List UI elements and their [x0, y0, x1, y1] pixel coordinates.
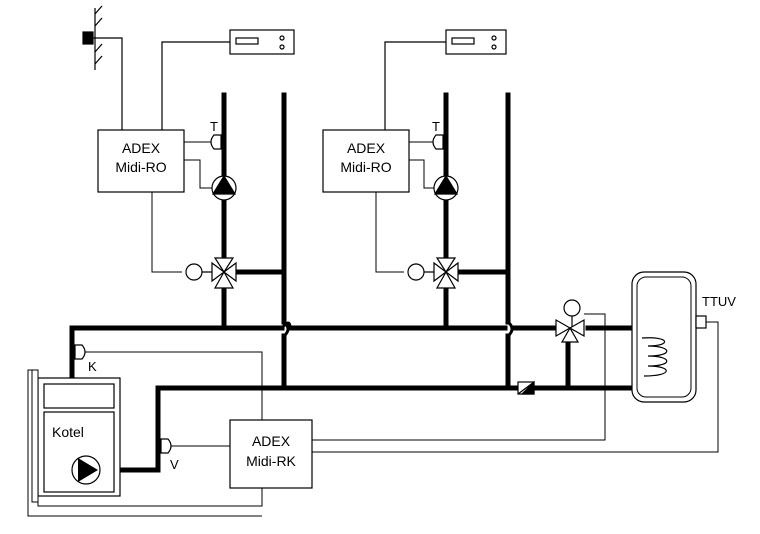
check-valve-icon: [517, 380, 535, 395]
three-way-valve-icon-dhw: [555, 299, 585, 343]
coil-icon: [641, 337, 668, 377]
outdoor-sensor-icon: [82, 5, 123, 130]
temperature-sensor-icon-t-left: [210, 134, 222, 150]
controller-ro-left: ADEX Midi-RO: [97, 129, 185, 193]
pump-icon-left: [211, 174, 237, 201]
temperature-sensor-icon-v: [160, 438, 172, 454]
controller-ro-left-line1: ADEX: [122, 140, 161, 156]
three-way-valve-icon-right: [407, 257, 459, 289]
sensor-t-left-label: T: [210, 119, 218, 134]
dhw-tank: [631, 271, 707, 403]
pump-icon-right: [433, 174, 459, 201]
sensor-t-right-label: T: [432, 119, 440, 134]
boiler: Kotel: [31, 369, 121, 503]
sensor-k-label: K: [88, 359, 97, 374]
sensor-ttuv-label: TTUV: [702, 294, 736, 309]
controller-ro-right-line1: ADEX: [347, 140, 386, 156]
controller-ro-right: ADEX Midi-RO: [322, 129, 410, 193]
boiler-label: Kotel: [52, 424, 84, 440]
sensor-v-label: V: [170, 457, 179, 472]
controller-ro-right-line2: Midi-RO: [340, 159, 391, 175]
temperature-sensor-icon-ttuv: [695, 315, 707, 329]
temperature-sensor-icon-k: [74, 344, 86, 360]
controller-rk-line2: Midi-RK: [246, 453, 296, 469]
room-unit-icon-right: [384, 29, 507, 130]
controller-ro-left-line2: Midi-RO: [115, 159, 166, 175]
temperature-sensor-icon-t-right: [432, 134, 444, 150]
controller-rk-line1: ADEX: [252, 433, 291, 449]
three-way-valve-icon-left: [185, 257, 237, 289]
pipe-crossover: [280, 320, 514, 338]
controller-rk: ADEX Midi-RK: [229, 419, 313, 489]
room-unit-icon-left: [161, 29, 295, 130]
pipes: [69, 92, 635, 473]
